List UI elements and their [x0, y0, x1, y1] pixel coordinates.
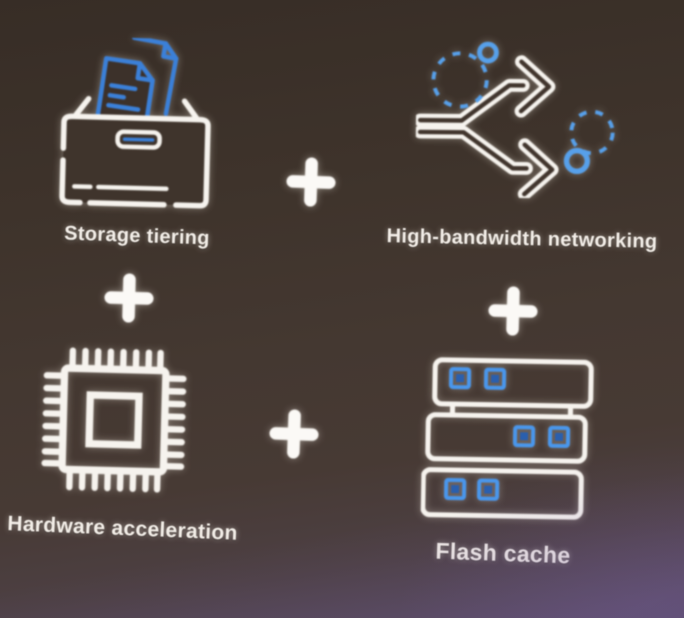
split-arrows [415, 55, 559, 199]
archive-drawer-documents-icon [59, 35, 211, 209]
plus-icon [104, 273, 154, 323]
chip-body [41, 347, 187, 493]
drawer-icon [59, 96, 211, 209]
branching-arrows-icon [415, 41, 615, 199]
hardware-acceleration-label: Hardware acceleration [6, 512, 239, 545]
high-bandwidth-networking-label: High-bandwidth networking [386, 225, 658, 253]
node-circle-icon [477, 41, 499, 64]
plus-icon [286, 157, 336, 207]
flash-cells [443, 367, 571, 501]
plus-icon [269, 409, 319, 459]
cpu-chip-icon [41, 347, 187, 493]
node-circle-icon [563, 147, 590, 175]
storage-tiering-label: Storage tiering [63, 222, 211, 250]
drawer-handle-line [122, 137, 155, 142]
plus-icon [488, 286, 538, 336]
dashed-loop-icon [431, 51, 489, 109]
dashed-loop-icon [569, 109, 615, 156]
server-stack-icon [420, 357, 594, 520]
server-racks [420, 357, 594, 520]
flash-cache-label: Flash cache [435, 537, 571, 569]
